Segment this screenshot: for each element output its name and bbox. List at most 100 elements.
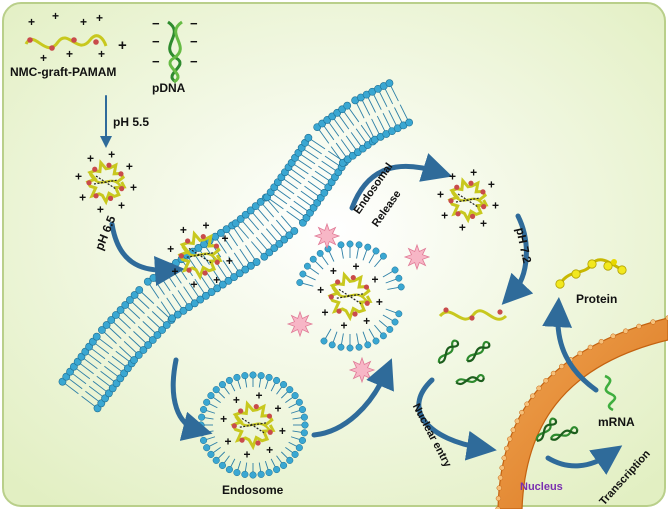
charge-bead [178, 253, 184, 259]
charge-bead [238, 408, 244, 414]
lipid-head [212, 456, 220, 464]
label-mrna: mRNA [598, 415, 635, 429]
lipid-head [364, 243, 372, 251]
label-pdna: pDNA [152, 81, 186, 95]
nuclear-pore-bead [577, 350, 583, 357]
burst-icon [286, 310, 314, 338]
amino-bead [617, 265, 627, 275]
lipid-head [286, 456, 294, 464]
polyplex: ++++++++ [317, 260, 383, 333]
lipid-head [185, 303, 193, 311]
process-arrow [170, 357, 213, 441]
nuclear-pore-bead [501, 455, 507, 461]
pdna-helix: −−−−−− [152, 16, 198, 84]
lipid-head [207, 392, 215, 400]
plus-sign: + [279, 424, 286, 438]
plus-sign: + [220, 412, 227, 426]
charge-bead [92, 166, 98, 172]
nuclear-pore-bead [504, 445, 510, 452]
dna-fragment [437, 339, 460, 364]
plus-sign: + [66, 47, 73, 61]
plus-sign: + [171, 265, 178, 279]
charge-bead [86, 180, 92, 186]
plus-sign: + [202, 219, 209, 233]
plus-sign: + [480, 216, 487, 230]
plus-sign: + [459, 220, 466, 234]
plus-sign: + [191, 277, 198, 291]
charge-bead [350, 274, 356, 281]
lipid-head [265, 373, 273, 381]
lipid-head [98, 326, 106, 334]
lipid-head [251, 202, 260, 211]
lipid-head [280, 461, 288, 470]
nuclear-pore-bead [510, 427, 516, 433]
nuclear-pore-bead [499, 465, 505, 471]
background-frame [2, 2, 666, 507]
lipid-head [295, 444, 303, 452]
lipid-head [275, 239, 284, 248]
charge-bead [454, 184, 460, 190]
nuclear-pore-bead [495, 495, 502, 502]
plus-sign: + [180, 223, 187, 237]
plus-sign: + [330, 264, 337, 278]
lipid-head [225, 376, 233, 384]
label-protein: Protein [576, 292, 617, 306]
lipid-head [320, 188, 329, 197]
lipid-head [257, 372, 265, 380]
lipid-head [121, 301, 130, 309]
plus-sign: + [79, 190, 86, 204]
charge-bead [443, 307, 449, 313]
lipid-head [343, 101, 352, 110]
charge-bead [364, 300, 370, 306]
dna-fragment [535, 417, 558, 442]
dna-strand [457, 193, 479, 208]
process-arrow [542, 297, 599, 393]
lipid-head [298, 436, 307, 445]
lipid-head [158, 326, 166, 334]
lipid-head [197, 421, 205, 429]
lipid-head [207, 450, 215, 458]
nuclear-pore-bead [519, 409, 525, 416]
nuclear-pore-bead [558, 363, 565, 370]
charge-bead [119, 186, 125, 192]
lipid-head [280, 235, 289, 244]
minus-sign: − [190, 34, 198, 49]
nuclear-pore-bead [636, 323, 642, 330]
molecule-icons: ++++++++−−−−−− [24, 9, 627, 442]
lipid-head [364, 341, 372, 349]
charge-bead [336, 308, 342, 314]
dna-fragment [455, 373, 485, 386]
lipid-head [218, 380, 226, 389]
plus-sign: + [363, 314, 370, 328]
nuclear-pore-bead [524, 401, 530, 407]
polyplex-complexes: ++++++++++++++++++++++++++++++++++++++++ [75, 148, 499, 462]
plus-sign: + [97, 202, 104, 216]
plus-sign: + [213, 273, 220, 287]
lipid-head [162, 321, 171, 329]
minus-sign: − [190, 54, 198, 69]
charge-bead [93, 39, 99, 45]
plus-sign: + [266, 443, 273, 457]
lipid-head [241, 210, 250, 219]
plus-sign: + [224, 435, 231, 449]
lipid-head [260, 252, 269, 261]
amino-bead [587, 259, 597, 269]
plus-sign: + [492, 199, 499, 213]
plus-sign: + [441, 208, 448, 222]
lipid-head [196, 295, 205, 304]
lipid-head [233, 469, 241, 477]
charge-bead [497, 309, 503, 315]
lipid-head [199, 405, 208, 414]
lipid-head [355, 241, 363, 249]
lipid-head [126, 296, 134, 304]
nuclear-pore-bead [598, 338, 605, 345]
amino-bead [555, 279, 565, 289]
lipid-head [144, 341, 152, 349]
lipid-head [222, 225, 231, 234]
plus-sign: + [372, 272, 379, 286]
amino-bead [571, 269, 581, 279]
lipid-head [391, 266, 399, 274]
plus-sign: + [233, 393, 240, 407]
polyplex: ++++++++ [220, 389, 286, 462]
lipid-head [372, 337, 380, 345]
